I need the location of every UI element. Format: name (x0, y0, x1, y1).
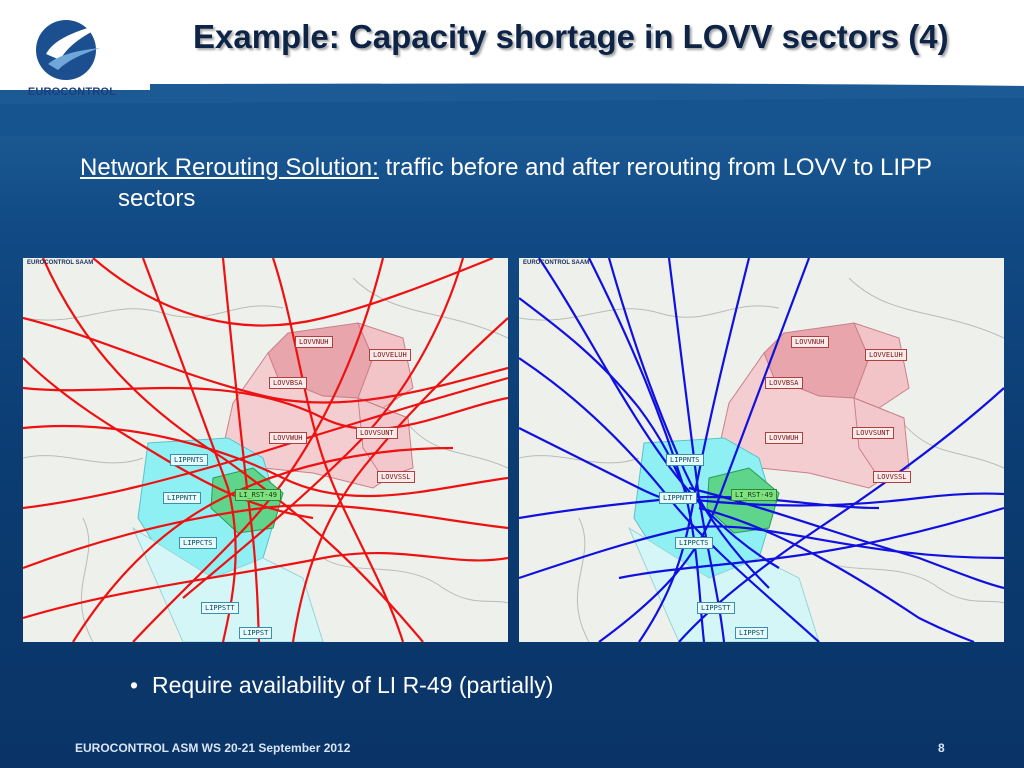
sector-label-lovvwuh: LOVVWUH (269, 432, 307, 444)
map-before-caption: EUROCONTROL SAAM (27, 260, 94, 266)
sector-label-lovveluh: LOVVELUH (865, 349, 907, 361)
sector-label-lippstt: LIPPSTT (201, 602, 239, 614)
bullet-text: Require availability of LI R-49 (partial… (152, 672, 554, 698)
sector-label-lovvbsa: LOVVBSA (765, 377, 803, 389)
logo-text: EUROCONTROL (27, 86, 117, 98)
sector-label-lippstt: LIPPSTT (697, 602, 735, 614)
map-after-geography (519, 258, 1004, 642)
map-after-rerouting: EUROCONTROL SAAM LOVVNUH LOVVELUH LOVVBS… (519, 258, 1004, 642)
eurocontrol-logo: EUROCONTROL (18, 14, 126, 104)
sector-label-lippcts: LIPPCTS (179, 537, 217, 549)
footer-text: EUROCONTROL ASM WS 20-21 September 2012 (75, 741, 351, 755)
sector-label-lippcts: LIPPCTS (675, 537, 713, 549)
sector-label-lippst: LIPPST (239, 627, 273, 639)
header-wave-divider (0, 83, 1024, 136)
sector-label-lovvwuh: LOVVWUH (765, 432, 803, 444)
sector-label-lovvnuh: LOVVNUH (791, 336, 829, 348)
sector-label-li-rst-49: LI_RST-49 (731, 489, 777, 501)
sector-label-lippntt: LIPPNTT (163, 492, 201, 504)
eurocontrol-logo-icon (36, 20, 112, 80)
slide-title: Example: Capacity shortage in LOVV secto… (193, 18, 949, 55)
sector-label-lovvsunt: LOVVSUNT (852, 427, 894, 439)
bullet-glyph: • (130, 672, 139, 698)
sector-label-li-rst-49: LI_RST-49 (235, 489, 281, 501)
sector-label-lovvssl: LOVVSSL (377, 471, 415, 483)
sector-label-lippnts: LIPPNTS (170, 454, 208, 466)
sector-label-lippnts: LIPPNTS (666, 454, 704, 466)
sector-label-lovvssl: LOVVSSL (873, 471, 911, 483)
sector-label-lippst: LIPPST (735, 627, 769, 639)
map-before-geography (23, 258, 508, 642)
slide-subtitle: Network Rerouting Solution: traffic befo… (80, 152, 978, 214)
page-number: 8 (938, 741, 945, 755)
map-before-rerouting: EUROCONTROL SAAM LOVVNUH LOVVELUH LOVVBS… (23, 258, 508, 642)
map-after-caption: EUROCONTROL SAAM (523, 260, 590, 266)
sector-label-lovveluh: LOVVELUH (369, 349, 411, 361)
subtitle-text: traffic before and after rerouting from … (118, 154, 932, 212)
sector-label-lovvnuh: LOVVNUH (295, 336, 333, 348)
sector-label-lovvbsa: LOVVBSA (269, 377, 307, 389)
bullet-item: • Require availability of LI R-49 (partia… (130, 672, 553, 699)
sector-label-lovvsunt: LOVVSUNT (356, 427, 398, 439)
sector-label-lippntt: LIPPNTT (659, 492, 697, 504)
subtitle-emphasis: Network Rerouting Solution: (80, 154, 379, 181)
